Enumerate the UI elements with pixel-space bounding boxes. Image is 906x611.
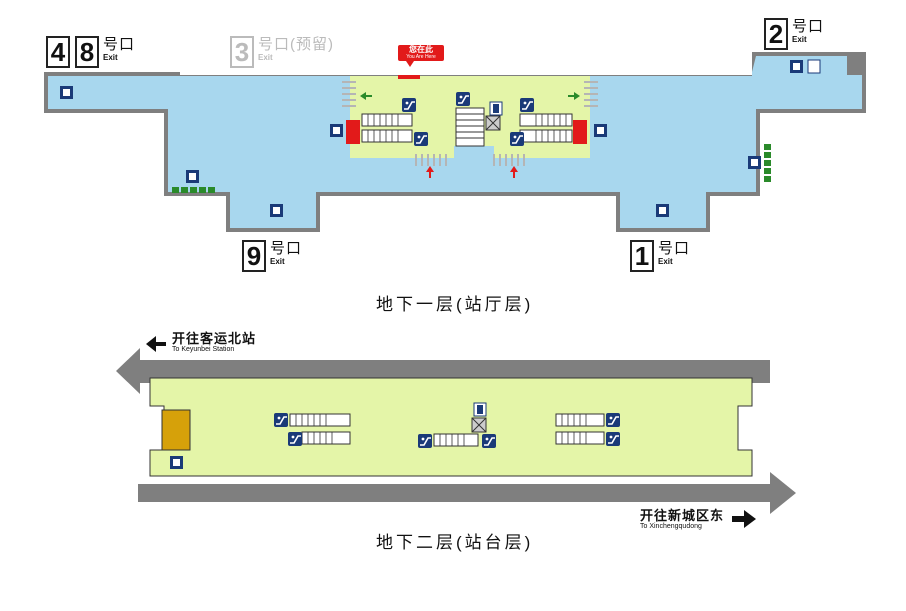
toilet-icon <box>330 124 343 137</box>
exit-en: Exit <box>258 53 273 62</box>
exit-en: Exit <box>270 257 285 266</box>
track-east <box>138 472 796 514</box>
exit-number-9: 9 <box>242 240 266 272</box>
floor-title-b2: 地下二层(站台层) <box>376 533 534 552</box>
you-are-here-marker: 您在此 You Are Here <box>398 45 444 61</box>
exit-number-4: 4 <box>46 36 70 68</box>
fare-gate-right <box>573 120 587 144</box>
exit-zh: 号口(预留) <box>258 36 334 53</box>
exit-number-1: 1 <box>630 240 654 272</box>
elevator-icon <box>473 402 487 417</box>
exit-en: Exit <box>103 53 118 62</box>
central-stairs <box>455 107 485 147</box>
fare-gate-left <box>346 120 360 144</box>
escalator-icon <box>509 131 525 147</box>
exit-en: Exit <box>658 257 673 266</box>
floor-title-b1: 地下一层(站厅层) <box>376 295 534 314</box>
escalator-icon <box>413 131 429 147</box>
green-lockers-left <box>172 187 215 193</box>
escalator-right <box>519 113 573 143</box>
service-desk-icon <box>748 156 761 169</box>
you-are-here-en: You Are Here <box>406 54 436 60</box>
exit-zh: 号口 <box>658 240 691 257</box>
escalator-left <box>361 113 413 143</box>
arrow-left-icon <box>146 336 166 352</box>
exit-3-label: 3 号口(预留)Exit <box>230 36 334 68</box>
escalator-icon <box>273 412 289 428</box>
escalator-icon <box>401 97 417 113</box>
exit-arrow-icon <box>270 204 283 217</box>
escalator-icon <box>287 431 303 447</box>
escalator-icon <box>481 433 497 449</box>
exit-number-3: 3 <box>230 36 254 68</box>
toilet-icon <box>170 456 183 469</box>
escalator-icon <box>417 433 433 449</box>
direction-west-zh: 开往客运北站 <box>172 331 257 346</box>
exit-arrow-icon <box>60 86 73 99</box>
direction-west: 开往客运北站 To Keyunbei Station <box>172 332 256 354</box>
direction-east-en: To Xinchengqudong <box>640 523 702 530</box>
escalator-icon <box>605 412 621 428</box>
direction-west-en: To Keyunbei Station <box>172 346 235 353</box>
escalator-icon <box>455 91 471 107</box>
exit-arrow-icon <box>790 60 803 73</box>
exit-number-2: 2 <box>764 18 788 50</box>
exit-en: Exit <box>792 35 807 44</box>
toilet-icon <box>594 124 607 137</box>
exit-zh: 号口 <box>270 240 303 257</box>
platform <box>149 377 753 477</box>
elevator-machine-room <box>161 409 191 451</box>
direction-east-zh: 开往新城区东 <box>640 508 725 523</box>
you-are-here-zh: 您在此 <box>409 45 433 54</box>
accessible-icon <box>807 59 821 74</box>
service-desk-icon <box>186 170 199 183</box>
escalator-icon <box>519 97 535 113</box>
green-lockers-right <box>764 144 771 182</box>
exit-zh: 号口 <box>792 18 825 35</box>
exit-number-8: 8 <box>75 36 99 68</box>
direction-east: 开往新城区东 To Xinchengqudong <box>640 509 724 531</box>
elevator-icon <box>489 101 503 116</box>
escalator-icon <box>605 431 621 447</box>
arrow-right-icon <box>732 510 756 528</box>
exit-arrow-icon <box>656 204 669 217</box>
exit-zh: 号口 <box>103 36 136 53</box>
